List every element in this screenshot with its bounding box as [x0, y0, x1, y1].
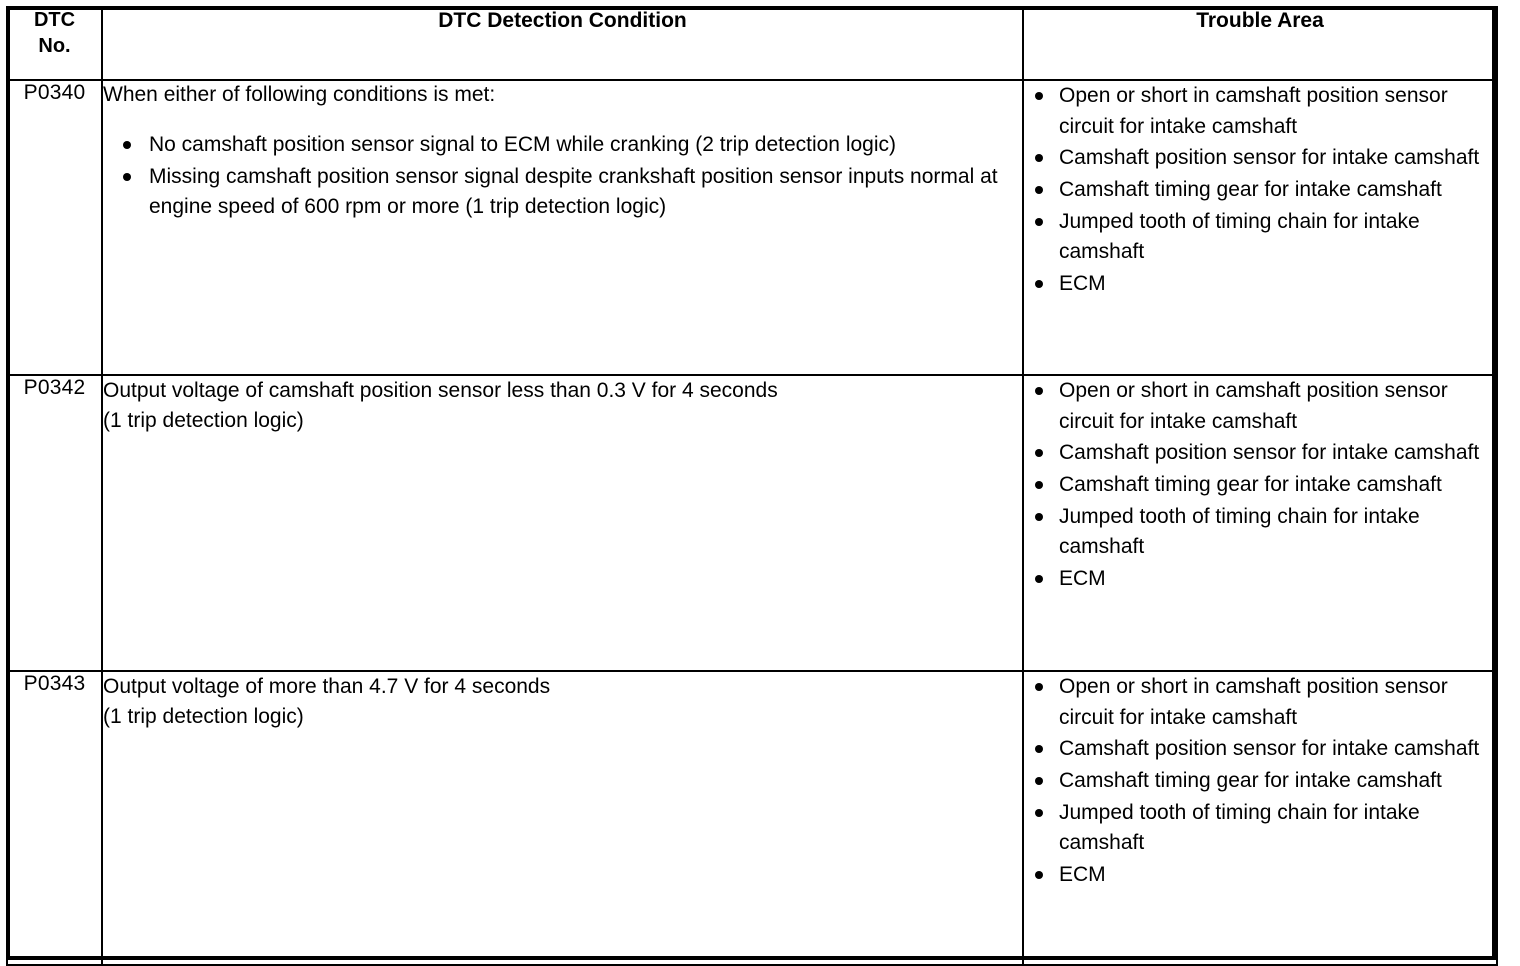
bullet-icon	[1035, 480, 1043, 489]
column-header-dtc-no-line-1: DTC	[33, 9, 76, 31]
trouble-area-cell: Open or short in camshaft position senso…	[1022, 374, 1498, 672]
bullet-icon	[1035, 387, 1043, 395]
list-item: Camshaft position sensor for intake cams…	[1024, 734, 1496, 765]
list-item-label: Camshaft position sensor for intake cams…	[1059, 441, 1480, 465]
dtc-detection-table: DTC No. DTC Detection Condition Trouble …	[6, 6, 1498, 966]
list-item: Camshaft timing gear for intake camshaft	[1024, 175, 1496, 206]
bullet-icon	[1035, 776, 1043, 785]
table-row: P0342 Output voltage of camshaft positio…	[6, 374, 1498, 672]
bullet-icon	[1035, 870, 1043, 879]
list-item-label: Camshaft timing gear for intake camshaft	[1059, 177, 1442, 201]
list-item-label: Camshaft timing gear for intake camshaft	[1059, 768, 1442, 792]
condition-bullet-list: No camshaft position sensor signal to EC…	[103, 130, 1022, 221]
dtc-no-cell: P0343	[6, 670, 103, 966]
list-item-label: Jumped tooth of timing chain for intake …	[1059, 800, 1420, 855]
list-item-label: Jumped tooth of timing chain for intake …	[1059, 504, 1420, 559]
condition-text: Output voltage of camshaft position sens…	[103, 376, 1022, 436]
condition-lead-text: When either of following conditions is m…	[103, 83, 496, 106]
dtc-no-cell: P0342	[6, 374, 103, 672]
bullet-icon	[1035, 574, 1043, 583]
list-item-label: No camshaft position sensor signal to EC…	[149, 133, 897, 157]
trouble-area-list: Open or short in camshaft position senso…	[1024, 376, 1496, 595]
detection-condition-cell: Output voltage of camshaft position sens…	[101, 374, 1024, 672]
list-item: Camshaft position sensor for intake cams…	[1024, 438, 1496, 469]
bullet-icon	[1035, 92, 1043, 100]
condition-text-line-1: Output voltage of more than 4.7 V for 4 …	[103, 675, 551, 698]
list-item-label: ECM	[1059, 862, 1106, 886]
table-body: P0340 When either of following condition…	[6, 79, 1498, 966]
bullet-icon	[1035, 512, 1043, 521]
list-item-label: ECM	[1059, 566, 1106, 590]
table-row: P0340 When either of following condition…	[6, 79, 1498, 376]
list-item: Open or short in camshaft position senso…	[1024, 81, 1496, 142]
list-item-label: Open or short in camshaft position senso…	[1059, 379, 1448, 433]
bullet-icon	[1035, 154, 1043, 163]
list-item-label: Camshaft timing gear for intake camshaft	[1059, 472, 1442, 496]
bullet-icon	[123, 141, 131, 150]
bullet-icon	[1035, 185, 1043, 194]
trouble-area-list: Open or short in camshaft position senso…	[1024, 81, 1496, 300]
condition-text-line-1: Output voltage of camshaft position sens…	[103, 379, 778, 402]
list-item-label: Camshaft position sensor for intake cams…	[1059, 146, 1480, 170]
list-item-label: Open or short in camshaft position senso…	[1059, 84, 1448, 138]
list-item: ECM	[1024, 269, 1496, 300]
bullet-icon	[1035, 279, 1043, 288]
detection-condition-cell: When either of following conditions is m…	[101, 79, 1024, 376]
bullet-icon	[1035, 683, 1043, 691]
table-header: DTC No. DTC Detection Condition Trouble …	[6, 6, 1498, 81]
list-item: Jumped tooth of timing chain for intake …	[1024, 798, 1496, 859]
list-item: Jumped tooth of timing chain for intake …	[1024, 207, 1496, 268]
column-header-dtc-no: DTC No.	[6, 6, 103, 81]
list-item: No camshaft position sensor signal to EC…	[103, 130, 1022, 160]
trouble-area-list: Open or short in camshaft position senso…	[1024, 672, 1496, 891]
bullet-icon	[1035, 449, 1043, 458]
list-item-label: Open or short in camshaft position senso…	[1059, 675, 1448, 729]
bullet-icon	[1035, 808, 1043, 817]
list-item: Camshaft timing gear for intake camshaft	[1024, 470, 1496, 501]
header-row: DTC No. DTC Detection Condition Trouble …	[6, 6, 1498, 81]
list-item: Camshaft position sensor for intake cams…	[1024, 143, 1496, 174]
condition-text-line-2: (1 trip detection logic)	[103, 408, 304, 432]
trouble-area-cell: Open or short in camshaft position senso…	[1022, 79, 1498, 376]
list-item: Missing camshaft position sensor signal …	[103, 162, 1022, 222]
column-header-trouble-area: Trouble Area	[1022, 6, 1498, 81]
list-item: ECM	[1024, 564, 1496, 595]
list-item-label: Jumped tooth of timing chain for intake …	[1059, 209, 1420, 264]
table-row: P0343 Output voltage of more than 4.7 V …	[6, 670, 1498, 966]
list-item: ECM	[1024, 860, 1496, 891]
bullet-icon	[1035, 745, 1043, 754]
column-header-dtc-no-line-2: No.	[38, 34, 71, 57]
detection-condition-cell: Output voltage of more than 4.7 V for 4 …	[101, 670, 1024, 966]
bullet-icon	[1035, 217, 1043, 226]
bullet-icon	[123, 173, 131, 182]
column-header-detection-condition: DTC Detection Condition	[101, 6, 1024, 81]
list-item-label: Camshaft position sensor for intake cams…	[1059, 737, 1480, 761]
condition-text: Output voltage of more than 4.7 V for 4 …	[103, 672, 1022, 732]
condition-text-line-2: (1 trip detection logic)	[103, 704, 304, 728]
list-item: Jumped tooth of timing chain for intake …	[1024, 502, 1496, 563]
list-item-label: ECM	[1059, 271, 1106, 295]
dtc-no-cell: P0340	[6, 79, 103, 376]
trouble-area-cell: Open or short in camshaft position senso…	[1022, 670, 1498, 966]
list-item: Open or short in camshaft position senso…	[1024, 376, 1496, 437]
list-item: Open or short in camshaft position senso…	[1024, 672, 1496, 733]
list-item-label: Missing camshaft position sensor signal …	[149, 165, 998, 218]
list-item: Camshaft timing gear for intake camshaft	[1024, 766, 1496, 797]
